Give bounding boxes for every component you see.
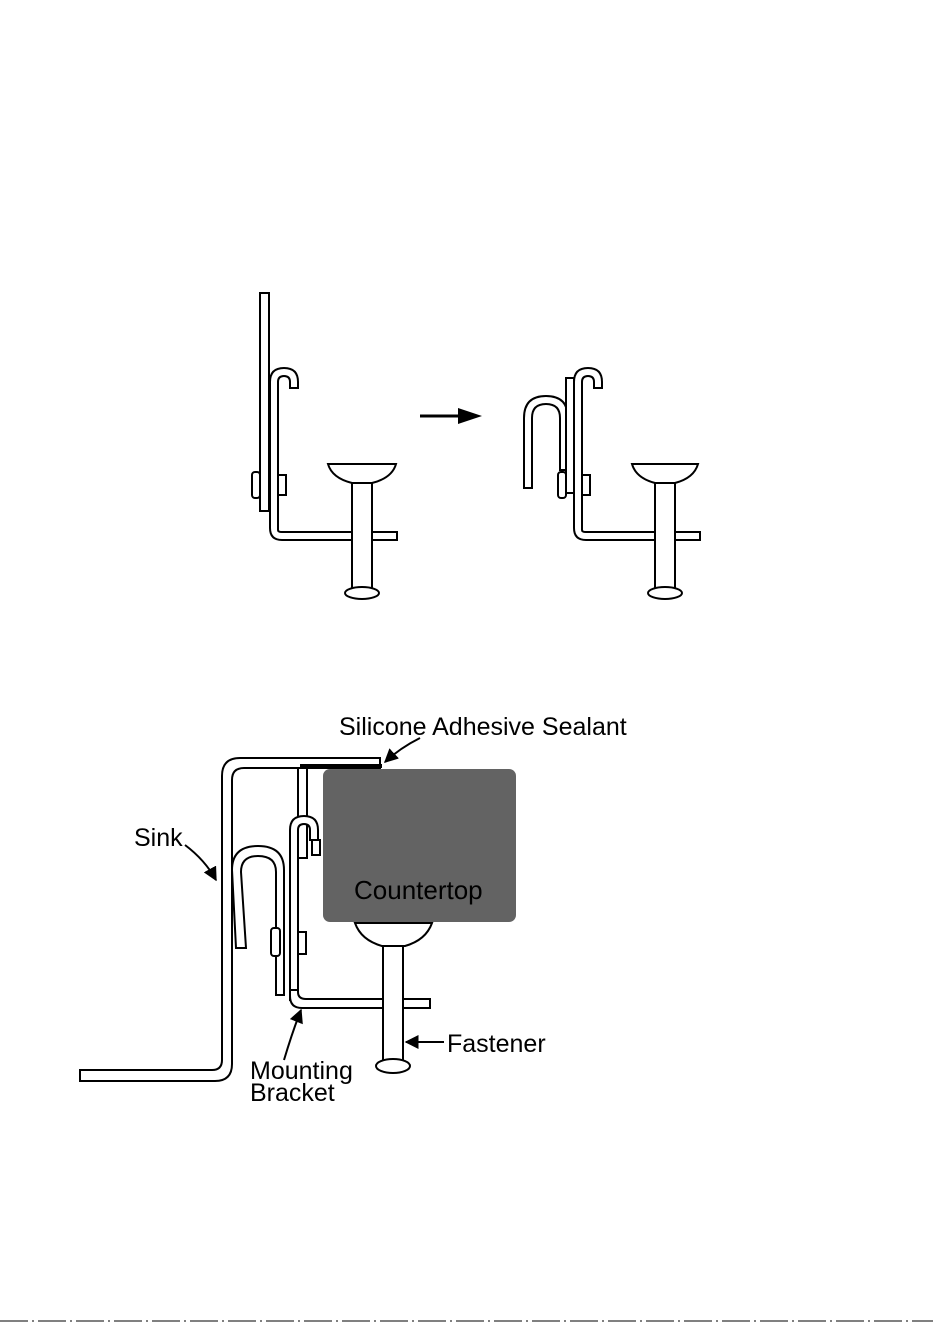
fastener-cup: [328, 464, 396, 483]
bracket-leader: [284, 1010, 301, 1060]
fastener-foot: [376, 1059, 410, 1073]
bolt-nut: [298, 932, 306, 954]
bolt-nut: [278, 475, 286, 495]
installed-section-figure: Silicone Adhesive Sealant Sink Counterto…: [80, 713, 627, 1107]
bolt-head: [558, 472, 566, 498]
sink-leader: [185, 845, 216, 880]
bolt-head: [271, 928, 280, 956]
fastener-shaft: [383, 946, 403, 1062]
sealant-label: Silicone Adhesive Sealant: [339, 713, 627, 741]
fastener-foot: [345, 587, 379, 599]
countertop-label: Countertop: [354, 875, 483, 905]
fastener-cup: [632, 464, 698, 483]
bracket-plate: [260, 293, 269, 511]
bracket-post: [312, 840, 320, 855]
fastener-shaft: [352, 483, 372, 589]
bolt-nut: [582, 475, 590, 495]
l-bracket: [290, 990, 430, 1008]
l-bracket: [574, 368, 700, 540]
bracket-after-figure: [524, 368, 700, 599]
spring-clip: [232, 846, 284, 995]
l-bracket: [270, 368, 397, 540]
sealant-leader: [385, 738, 420, 762]
sink-label: Sink: [134, 824, 183, 852]
bracket-before-figure: [252, 293, 397, 599]
bracket-plate: [566, 378, 574, 493]
sealant-bead: [300, 764, 382, 768]
arrow-right-icon: [420, 408, 482, 424]
fastener-foot: [648, 587, 682, 599]
bracket-plate: [298, 768, 307, 858]
fastener-label: Fastener: [447, 1030, 546, 1058]
fastener-shaft: [655, 483, 675, 589]
fastener-cup: [355, 923, 432, 946]
bolt-head: [252, 472, 260, 498]
bracket-label-line2: Bracket: [250, 1079, 335, 1107]
